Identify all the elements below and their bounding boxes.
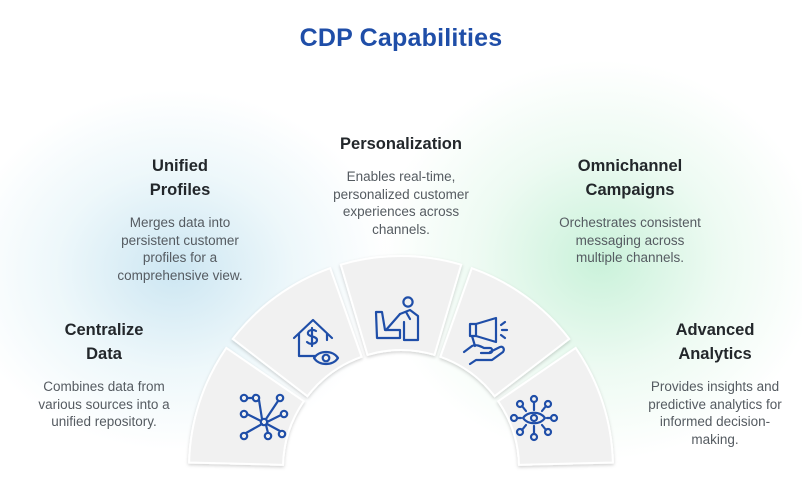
capability-heading: Unified Profiles — [149, 157, 211, 199]
capability-description: Merges data into persistent customer pro… — [117, 215, 243, 283]
capability-description: Orchestrates consistent messaging across… — [559, 215, 701, 265]
capability-heading: Personalization — [340, 135, 462, 153]
segment-advanced-analytics — [496, 346, 614, 466]
segment-omnichannel-campaigns — [439, 266, 571, 398]
page-title: CDP Capabilities — [299, 24, 503, 52]
capability-heading: Centralize Data — [64, 321, 144, 363]
capability-description: Combines data from various sources into … — [38, 379, 170, 429]
capability-personalization: Personalization Enables real-time, perso… — [311, 132, 491, 238]
capability-heading: Advanced Analytics — [675, 321, 755, 363]
segment-centralize-data — [188, 346, 306, 466]
capability-description: Provides insights and predictive analyti… — [648, 379, 782, 447]
house-dollar-eye-icon — [292, 318, 340, 366]
eye-network-icon — [509, 394, 559, 442]
person-at-desk-icon — [374, 296, 420, 342]
network-nodes-icon — [239, 393, 289, 441]
capability-omnichannel-campaigns: Omnichannel Campaigns Orchestrates consi… — [540, 154, 720, 267]
capability-description: Enables real-time, personalized customer… — [333, 169, 469, 237]
megaphone-hand-icon — [462, 316, 509, 366]
segment-personalization — [339, 255, 463, 357]
capability-centralize-data: Centralize Data Combines data from vario… — [14, 318, 194, 431]
capability-heading: Omnichannel Campaigns — [577, 157, 683, 199]
capability-advanced-analytics: Advanced Analytics Provides insights and… — [625, 318, 802, 448]
capability-unified-profiles: Unified Profiles Merges data into persis… — [90, 154, 270, 284]
